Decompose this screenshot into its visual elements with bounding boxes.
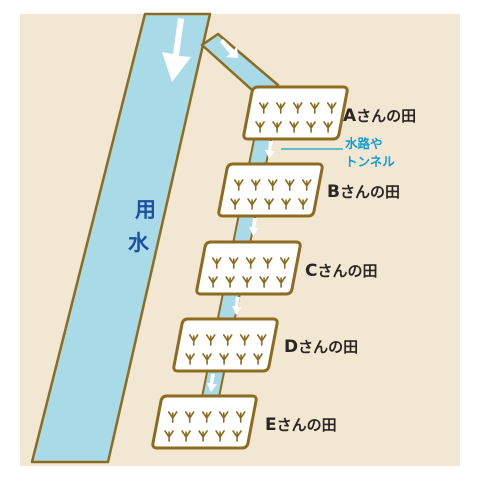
field-label-a: Aさんの田 [343,106,416,126]
canal-label-char2: 水 [128,231,150,255]
paddy-field-outline [217,162,324,218]
canal-flow-arrow [162,18,191,82]
paddy-field-d [172,317,279,373]
main-canal [30,12,212,464]
paddy-field-outline [242,85,349,141]
field-label-c: Cさんの田 [305,261,378,281]
branch-flow-arrow [220,39,238,58]
field-label-b: Bさんの田 [327,182,400,202]
field-label-e: Eさんの田 [265,415,337,435]
branch-channel [200,32,280,101]
callout-label-line2: トンネル [345,154,395,169]
paddy-field-outline [195,240,302,296]
paddy-field-b [217,162,324,218]
paddy-field-outline [172,317,279,373]
paddy-field-outline [151,394,258,450]
field-label-d: Dさんの田 [284,337,358,357]
waterway-flow-arrows [207,141,275,392]
paddy-field-e [151,394,258,450]
paddy-field-a [242,85,349,141]
canal-label-char1: 用 [135,198,156,222]
paddy-field-c [195,240,302,296]
callout-label-line1: 水路や [345,136,383,151]
